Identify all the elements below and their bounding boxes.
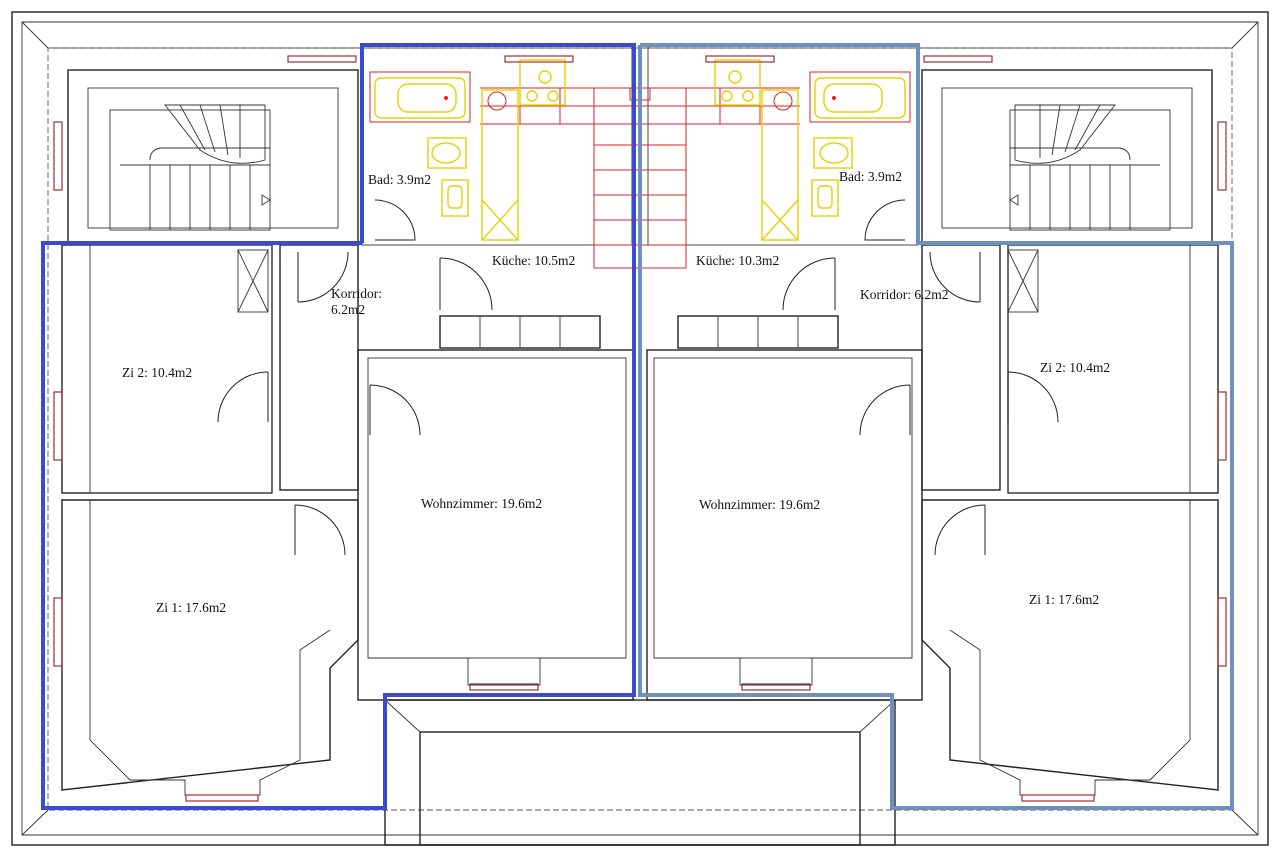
right-unit-outline <box>638 43 1234 810</box>
left-kueche-label: Küche: 10.5m2 <box>492 253 575 268</box>
left-korridor-label-2: 6.2m2 <box>331 302 365 317</box>
right-unit-walls <box>646 44 1219 796</box>
right-staircase <box>1009 104 1171 231</box>
sanitary-fixtures-left <box>374 59 566 241</box>
right-zi1-label: Zi 1: 17.6m2 <box>1029 592 1099 607</box>
kitchen-counters <box>439 315 839 349</box>
left-staircase <box>109 104 271 231</box>
right-zi2-label: Zi 2: 10.4m2 <box>1040 360 1110 375</box>
shafts <box>237 249 1039 313</box>
right-wohnzimmer-label: Wohnzimmer: 19.6m2 <box>699 497 820 512</box>
right-bad-label: Bad: 3.9m2 <box>839 169 902 184</box>
right-korridor-label: Korridor: 6.2m2 <box>860 287 949 302</box>
left-zi1-label: Zi 1: 17.6m2 <box>156 600 226 615</box>
left-zi2-label: Zi 2: 10.4m2 <box>122 365 192 380</box>
left-korridor-label-1: Korridor: <box>331 286 382 301</box>
right-kueche-label: Küche: 10.3m2 <box>696 253 779 268</box>
doors <box>217 199 1059 556</box>
left-unit-outline <box>41 43 636 810</box>
balcony <box>384 699 896 846</box>
left-wohnzimmer-label: Wohnzimmer: 19.6m2 <box>421 496 542 511</box>
sanitary-fixtures-right <box>714 59 906 241</box>
left-bad-label: Bad: 3.9m2 <box>368 172 431 187</box>
left-unit-walls <box>61 44 634 796</box>
windows <box>53 55 1227 802</box>
